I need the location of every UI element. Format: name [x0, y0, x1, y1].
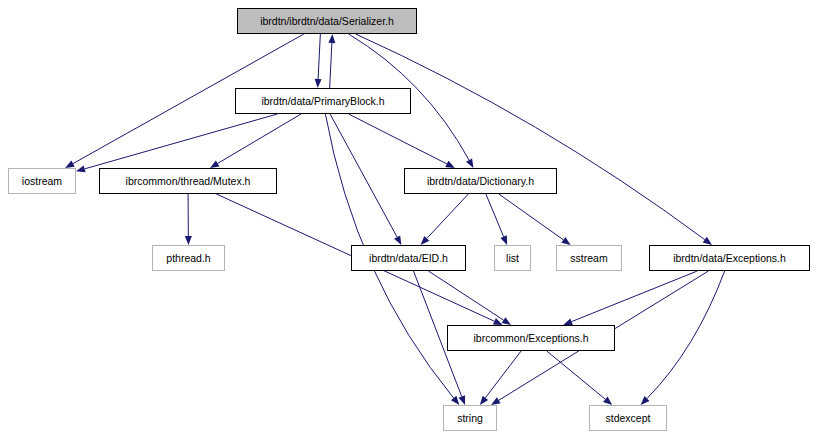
graph-node-primaryblock[interactable]: ibrdtn/data/PrimaryBlock.h [235, 88, 411, 114]
graph-arrowhead [185, 236, 192, 245]
graph-arrowhead [394, 235, 401, 245]
graph-node-label: iostream [22, 175, 62, 187]
graph-edge-primaryblock-to-eid [330, 114, 397, 237]
graph-node-label: string [457, 412, 483, 424]
graph-edge-primaryblock-to-dictionary [349, 114, 447, 164]
graph-node-label: ibrdtn/data/Dictionary.h [427, 175, 534, 187]
graph-node-iostream: iostream [8, 168, 76, 194]
graph-arrowhead [561, 237, 570, 245]
graph-arrowhead [445, 161, 455, 168]
graph-arrowhead [459, 395, 466, 405]
graph-node-label: ibrcommon/Exceptions.h [474, 332, 589, 344]
graph-arrowhead [603, 397, 612, 405]
graph-node-string: string [443, 405, 497, 431]
graph-node-label: pthread.h [166, 252, 210, 264]
graph-node-dictionary[interactable]: ibrdtn/data/Dictionary.h [404, 168, 557, 194]
graph-arrowhead [328, 34, 335, 43]
graph-edge-primaryblock-to-serializer [330, 43, 332, 88]
graph-node-serializer: ibrdtn/ibrdtn/data/Serializer.h [237, 8, 417, 34]
graph-edge-dataexceptions-to-ibrcommonexceptions [572, 271, 698, 322]
graph-node-label: ibrdtn/data/Exceptions.h [673, 252, 786, 264]
graph-edge-ibrcommonexceptions-to-string [485, 351, 521, 398]
graph-arrowhead [502, 317, 511, 325]
graph-node-label: ibrdtn/ibrdtn/data/Serializer.h [260, 15, 394, 27]
graph-arrowhead [210, 160, 220, 168]
graph-node-sstream: sstream [556, 245, 622, 271]
graph-arrowhead [480, 396, 488, 405]
graph-arrowhead [703, 237, 712, 245]
graph-arrowhead [76, 165, 86, 172]
graph-node-label: stdexcept [606, 412, 651, 424]
graph-arrowhead [491, 397, 500, 405]
graph-edge-primaryblock-to-mutex [218, 114, 301, 163]
graph-edge-serializer-to-dataexceptions [356, 34, 705, 240]
graph-arrowhead [65, 161, 75, 168]
graph-edge-ibrcommonexceptions-to-stdexcept [547, 351, 606, 399]
graph-edge-dictionary-to-list [486, 194, 504, 237]
graph-edge-eid-to-ibrcommonexceptions [428, 271, 503, 320]
graph-node-label: ibrdtn/data/PrimaryBlock.h [261, 95, 384, 107]
graph-edge-serializer-to-primaryblock [318, 34, 320, 79]
graph-edge-dictionary-to-eid [427, 194, 469, 238]
graph-edge-dictionary-to-sstream [499, 194, 564, 240]
graph-node-label: ibrcommon/thread/Mutex.h [126, 175, 251, 187]
graph-arrowhead [493, 318, 503, 325]
graph-node-mutex[interactable]: ibrcommon/thread/Mutex.h [99, 168, 277, 194]
graph-arrowhead [466, 158, 473, 168]
graph-node-label: ibrdtn/data/EID.h [369, 252, 448, 264]
graph-node-list: list [494, 245, 531, 271]
graph-node-stdexcept: stdexcept [589, 405, 667, 431]
graph-arrowhead [563, 318, 573, 325]
graph-node-pthread: pthread.h [152, 245, 225, 271]
graph-arrowhead [315, 79, 322, 88]
graph-arrowhead [500, 235, 507, 245]
graph-node-eid[interactable]: ibrdtn/data/EID.h [351, 245, 466, 271]
graph-node-ibrcommonexceptions[interactable]: ibrcommon/Exceptions.h [447, 325, 615, 351]
graph-arrowhead [451, 396, 459, 405]
graph-edge-primaryblock-to-iostream [85, 114, 278, 169]
graph-node-dataexceptions[interactable]: ibrdtn/data/Exceptions.h [649, 245, 810, 271]
graph-node-label: sstream [570, 252, 607, 264]
graph-edge-dataexceptions-to-stdexcept [647, 271, 725, 399]
graph-node-label: list [506, 252, 519, 264]
